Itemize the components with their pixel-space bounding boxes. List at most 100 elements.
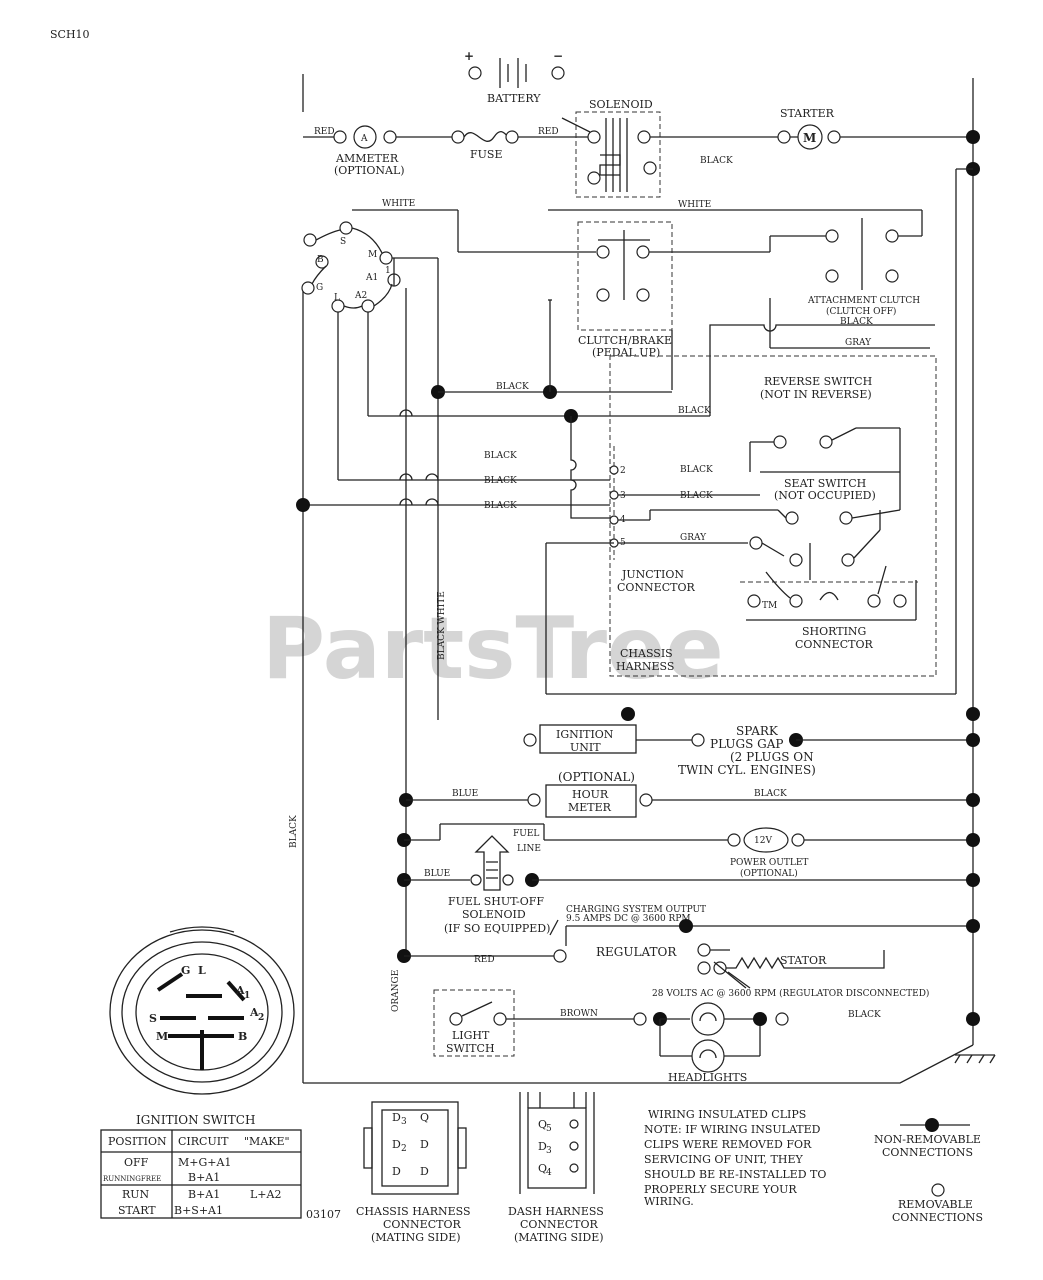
svg-text:Q: Q [538,1118,547,1131]
svg-text:HARNESS: HARNESS [616,660,674,673]
svg-text:3: 3 [620,491,626,501]
svg-text:START: START [118,1204,156,1217]
svg-text:−: − [553,49,563,63]
svg-text:PROPERLY SECURE YOUR: PROPERLY SECURE YOUR [644,1183,797,1196]
fuel-solenoid: FUEL LINE BLUE FUEL SHUT-OFF SOLENOID (I… [397,829,980,935]
svg-text:Q: Q [538,1162,547,1175]
svg-text:4: 4 [546,1168,552,1178]
svg-text:BLACK: BLACK [484,501,517,511]
svg-text:3: 3 [546,1146,552,1156]
svg-text:D: D [392,1111,401,1124]
svg-text:12V: 12V [754,836,772,846]
svg-text:AMMETER: AMMETER [335,152,399,165]
ignition-unit: IGNITION UNIT SPARK PLUGS GAP (2 PLUGS O… [523,707,980,777]
svg-text:FUSE: FUSE [470,148,502,161]
svg-text:SWITCH: SWITCH [446,1042,495,1055]
svg-text:A1: A1 [365,273,378,283]
svg-text:SHOULD BE RE-INSTALLED TO: SHOULD BE RE-INSTALLED TO [644,1168,826,1181]
svg-text:(IF SO EQUIPPED): (IF SO EQUIPPED) [444,922,550,935]
svg-text:RED: RED [474,955,495,965]
svg-text:ATTACHMENT CLUTCH: ATTACHMENT CLUTCH [807,296,920,306]
svg-text:CONNECTIONS: CONNECTIONS [892,1211,983,1224]
svg-text:A: A [249,1006,259,1019]
svg-text:RED: RED [538,127,559,137]
svg-text:SPARK: SPARK [736,724,779,738]
svg-text:OFF: OFF [124,1156,149,1169]
svg-text:CONNECTOR: CONNECTOR [520,1218,598,1231]
svg-text:STATOR: STATOR [780,954,827,967]
svg-text:CONNECTOR: CONNECTOR [795,638,873,651]
svg-text:S: S [149,1012,157,1025]
svg-text:CHASSIS: CHASSIS [620,647,673,660]
svg-text:REMOVABLE: REMOVABLE [898,1198,973,1211]
watermark: PartsTree [262,599,724,699]
svg-text:BLACK: BLACK [289,815,299,848]
svg-text:RUN: RUN [122,1188,150,1201]
svg-text:(OPTIONAL): (OPTIONAL) [558,770,635,784]
svg-text:BLACK: BLACK [680,465,713,475]
lighting-circuit: BROWN LIGHT SWITCH BLACK HEADLIGHTS BLAC… [289,815,980,1084]
ignition-switch-face: G L A 1 A 2 S M B [109,926,295,1095]
svg-text:POWER OUTLET: POWER OUTLET [730,858,808,868]
svg-text:NON-REMOVABLE: NON-REMOVABLE [874,1133,981,1146]
svg-text:(NOT OCCUPIED): (NOT OCCUPIED) [774,489,876,502]
svg-text:FUEL SHUT-OFF: FUEL SHUT-OFF [448,895,544,908]
svg-text:2: 2 [620,466,626,476]
svg-text:RUNNINGFREE: RUNNINGFREE [103,1175,161,1183]
svg-text:Q: Q [420,1111,429,1124]
svg-text:S: S [340,237,346,247]
svg-text:TWIN CYL. ENGINES): TWIN CYL. ENGINES) [678,763,816,777]
svg-text:(OPTIONAL): (OPTIONAL) [334,164,405,177]
svg-text:BLACK: BLACK [484,476,517,486]
svg-text:SOLENOID: SOLENOID [462,908,526,921]
svg-text:BLACK: BLACK [496,382,529,392]
svg-text:CONNECTOR: CONNECTOR [617,581,695,594]
ignition-terminals: S B M G L A1 1 A2 [301,221,401,313]
svg-text:(MATING SIDE): (MATING SIDE) [514,1231,604,1244]
svg-text:SERVICING OF UNIT, THEY: SERVICING OF UNIT, THEY [644,1153,803,1166]
svg-text:1: 1 [385,266,391,276]
svg-text:CHARGING SYSTEM OUTPUT: CHARGING SYSTEM OUTPUT [566,905,706,915]
svg-text:(OPTIONAL): (OPTIONAL) [740,868,798,879]
svg-text:POSITION: POSITION [108,1135,167,1148]
svg-text:D: D [420,1138,429,1151]
ignition-switch-title: IGNITION SWITCH [136,1113,255,1127]
svg-text:1: 1 [244,991,250,1001]
dash-harness-connector: Q 5 D 3 Q 4 DASH HARNESS CONNECTOR (MATI… [508,1092,604,1244]
svg-text:ORANGE: ORANGE [391,970,401,1012]
svg-text:CLUTCH/BRAKE: CLUTCH/BRAKE [578,334,672,347]
chassis-harness-region: CHASSIS HARNESS REVERSE SWITCH (NOT IN R… [609,355,937,677]
svg-text:LIGHT: LIGHT [452,1029,490,1042]
svg-text:BLACK: BLACK [484,451,517,461]
svg-text:CONNECTIONS: CONNECTIONS [882,1146,973,1159]
black-wire-harness: BLACK BLACK BLACK BLACK BLACK BLACK WHIT… [296,257,711,720]
svg-text:HOUR: HOUR [572,788,609,801]
svg-text:G: G [181,964,190,977]
svg-text:(2 PLUGS ON: (2 PLUGS ON [730,750,814,764]
svg-text:2: 2 [258,1013,264,1023]
svg-text:L: L [334,293,340,303]
svg-text:BLACK: BLACK [678,406,711,416]
svg-text:WIRING INSULATED CLIPS: WIRING INSULATED CLIPS [648,1108,806,1121]
svg-text:B+S+A1: B+S+A1 [174,1204,223,1217]
svg-text:L+A2: L+A2 [250,1188,281,1201]
svg-text:BLUE: BLUE [424,869,450,879]
regulator-stator: CHARGING SYSTEM OUTPUT 9.5 AMPS DC @ 360… [397,905,980,999]
page-code: SCH10 [50,28,90,41]
svg-text:G: G [316,283,323,293]
svg-text:JUNCTION: JUNCTION [621,568,684,581]
watermark-tm: TM [762,601,777,611]
svg-text:CONNECTOR: CONNECTOR [383,1218,461,1231]
svg-text:L: L [198,964,206,977]
svg-text:PLUGS GAP: PLUGS GAP [710,737,783,751]
battery-label: BATTERY [487,92,541,105]
svg-text:3: 3 [401,1117,407,1127]
wiring-notes: WIRING INSULATED CLIPS NOTE: IF WIRING I… [644,1108,826,1208]
svg-text:REVERSE SWITCH: REVERSE SWITCH [764,375,872,388]
ammeter-symbol: A [360,134,368,144]
svg-text:HEADLIGHTS: HEADLIGHTS [668,1071,747,1084]
junction-connector: 2 3 4 5 BLACK BLACK GRAY JUNCTION CONNEC… [545,168,973,695]
hour-meter: BLUE (OPTIONAL) HOUR METER BLACK [399,720,980,956]
svg-text:A: A [235,984,245,997]
